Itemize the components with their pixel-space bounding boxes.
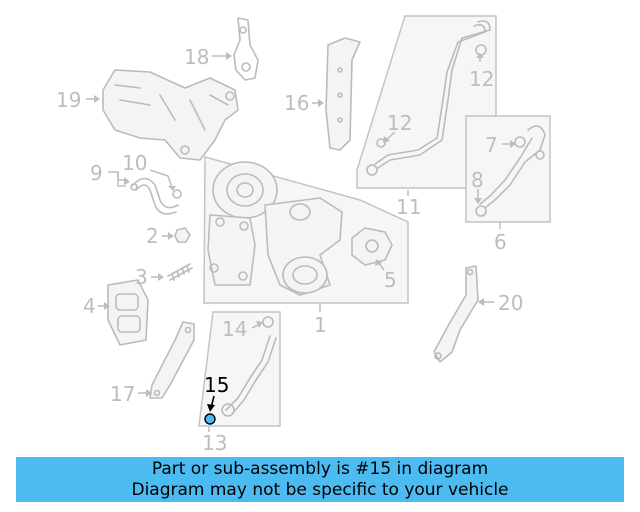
- leader-lines: [86, 52, 516, 432]
- callout-12-lower: 12: [387, 111, 412, 135]
- callout-7: 7: [485, 133, 498, 157]
- callout-17: 17: [110, 382, 135, 406]
- part-1-turbocharger: [207, 161, 343, 296]
- callout-11: 11: [396, 195, 421, 219]
- info-banner: Part or sub-assembly is #15 in diagram D…: [16, 457, 624, 502]
- group-box-oil-return-line: [198, 311, 281, 427]
- part-15-seal-marker: [204, 413, 216, 425]
- callout-1: 1: [314, 313, 327, 337]
- part-5-actuator: [351, 227, 393, 266]
- callout-20: 20: [498, 291, 523, 315]
- part-3-stud: [167, 263, 193, 281]
- callout-8: 8: [471, 168, 484, 192]
- part-17-bracket: [149, 321, 195, 399]
- callout-4: 4: [83, 294, 96, 318]
- callout-14: 14: [222, 317, 247, 341]
- callout-9: 9: [90, 161, 103, 185]
- part-19-exhaust-manifold: [102, 69, 239, 161]
- part-11-oil-feed-line: [377, 20, 491, 169]
- part-16-heat-shield: [325, 37, 361, 151]
- highlighted-part-15: 15: [204, 373, 229, 425]
- part-18-bracket: [233, 17, 259, 81]
- banner-line-disclaimer: Diagram may not be specific to your vehi…: [131, 480, 509, 500]
- group-box-oil-line: [356, 15, 497, 189]
- banner-line-part: Part or sub-assembly is #15 in diagram: [151, 459, 489, 479]
- callout-6: 6: [494, 230, 507, 254]
- callout-labels: 1 2 3 4 5 6 7 8 9 10 11 12 12 13 14 16 1…: [56, 45, 523, 455]
- part-2-nut: [174, 227, 191, 243]
- callout-2: 2: [146, 224, 159, 248]
- callout-10: 10: [122, 151, 147, 175]
- callout-19: 19: [56, 88, 81, 112]
- callout-3: 3: [135, 265, 148, 289]
- callout-18: 18: [184, 45, 209, 69]
- part-20-bracket: [433, 265, 479, 363]
- callout-16: 16: [284, 91, 309, 115]
- part-13-oil-return-line: [225, 335, 271, 411]
- callout-15-highlighted: 15: [204, 373, 229, 397]
- part-4-gasket: [107, 279, 149, 346]
- part-6-coolant-line: [484, 125, 546, 209]
- callout-5: 5: [384, 268, 397, 292]
- part-9-pipe: [132, 177, 179, 209]
- callout-13: 13: [202, 431, 227, 455]
- callout-12-upper: 12: [469, 67, 494, 91]
